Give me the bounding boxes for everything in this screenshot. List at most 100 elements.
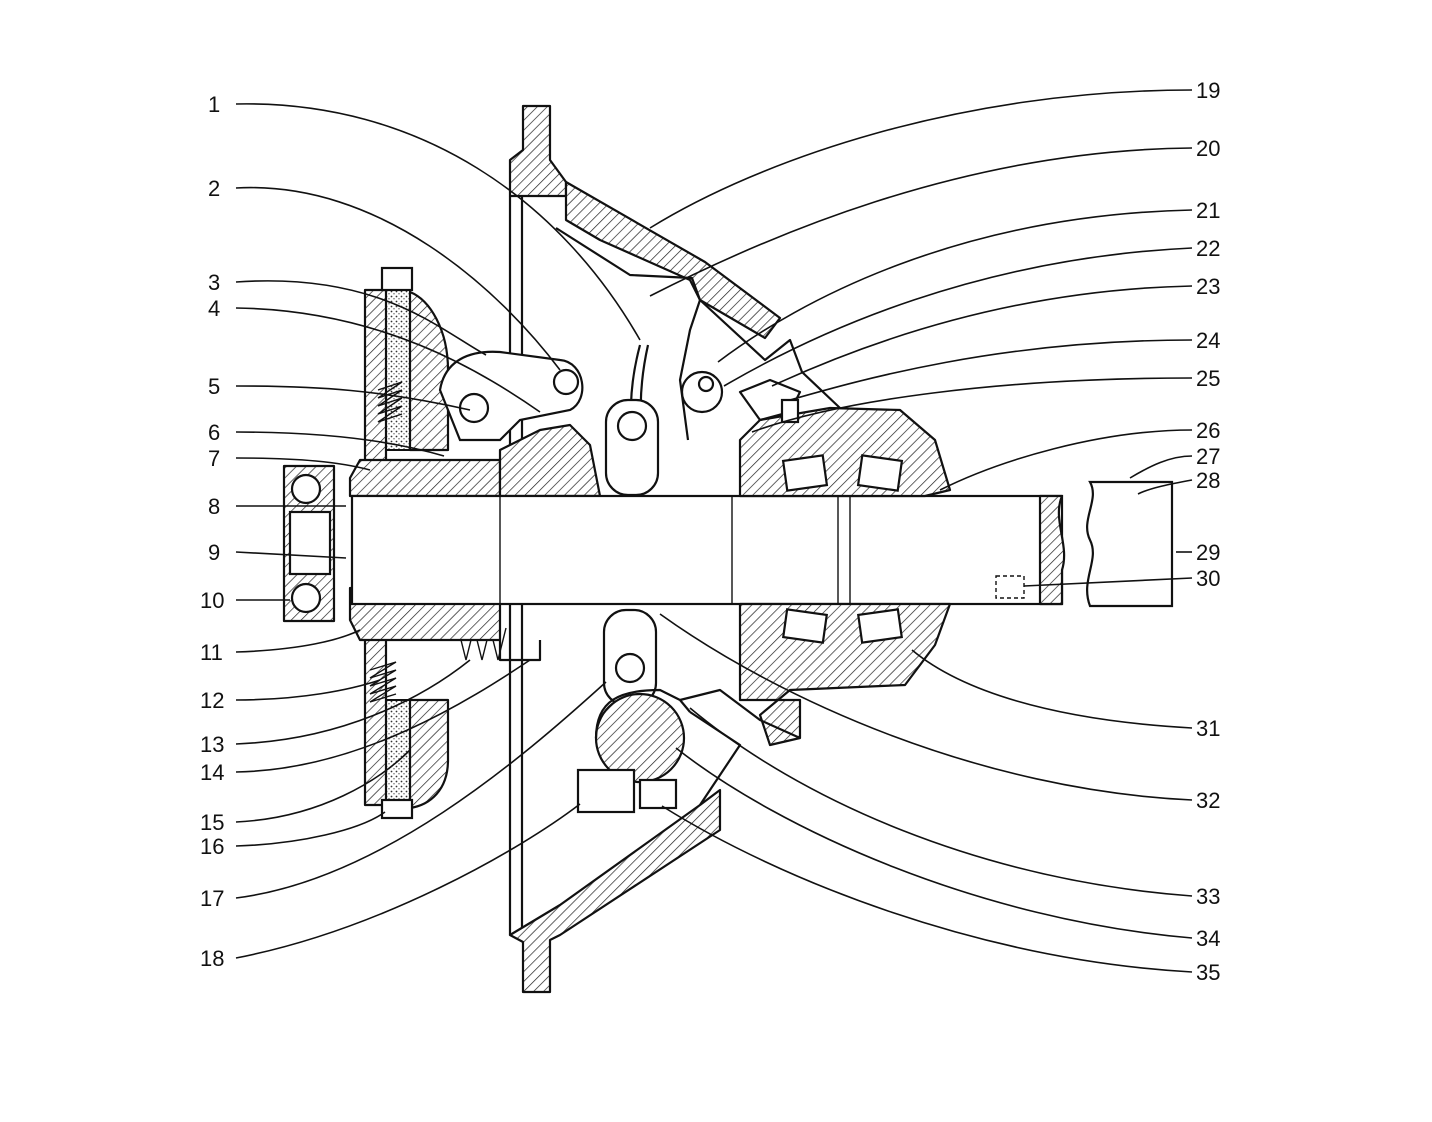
hub-upper: [348, 458, 502, 498]
callout-20: 20: [1196, 136, 1220, 161]
leader-35: [661, 805, 1193, 973]
leader-24: [789, 339, 1193, 401]
callout-32: 32: [1196, 788, 1220, 813]
callout-12: 12: [200, 688, 224, 713]
grease-nipple-core: [697, 375, 715, 393]
callout-19: 19: [1196, 78, 1220, 103]
leader-21: [717, 209, 1193, 363]
callout-18: 18: [200, 946, 224, 971]
callout-8: 8: [208, 494, 220, 519]
callout-23: 23: [1196, 274, 1220, 299]
callout-28: 28: [1196, 468, 1220, 493]
lower-bolt-head: [638, 778, 678, 810]
housing-flange-lower: [508, 788, 722, 994]
leader-12: [235, 679, 381, 701]
callout-34: 34: [1196, 926, 1220, 951]
leader-6: [235, 431, 445, 457]
link-eye-upper: [616, 410, 648, 442]
leader-19: [649, 89, 1193, 229]
callout-27: 27: [1196, 444, 1220, 469]
leader-20: [649, 147, 1193, 297]
pilot-bearing-bore: [288, 510, 332, 576]
pilot-ball-lower: [290, 582, 322, 614]
callout-22: 22: [1196, 236, 1220, 261]
leader-33: [689, 707, 1193, 897]
leader-22: [723, 247, 1193, 387]
leader-31: [911, 649, 1193, 729]
callout-25: 25: [1196, 366, 1220, 391]
leader-18: [235, 803, 581, 959]
spring-center: [457, 627, 507, 661]
callout-13: 13: [200, 732, 224, 757]
leader-17: [235, 681, 607, 899]
callout-11: 11: [200, 640, 223, 665]
callout-16: 16: [200, 834, 224, 859]
roller-bearing-2: [856, 454, 904, 492]
spring-lower: [369, 661, 397, 703]
leader-23: [771, 285, 1193, 387]
leader-25: [751, 377, 1193, 433]
leader-2: [235, 186, 561, 371]
leader-13: [235, 659, 471, 745]
callout-31: 31: [1196, 716, 1220, 741]
cross-shaft-outer: [594, 688, 691, 739]
roller-bearing-1: [781, 454, 829, 492]
shaft-break: [1038, 494, 1066, 606]
callout-2: 2: [208, 176, 220, 201]
callout-4: 4: [208, 296, 220, 321]
lower-bolt-block: [576, 768, 636, 814]
leader-4: [235, 307, 541, 413]
leader-28: [1137, 479, 1193, 495]
leader-14: [235, 659, 531, 773]
disc-rim-top: [380, 266, 414, 292]
callout-5: 5: [208, 374, 220, 399]
callout-35: 35: [1196, 960, 1220, 985]
hub-bolt: [498, 640, 542, 662]
roller-bearing-4: [857, 608, 903, 644]
leader-16: [235, 811, 386, 847]
callout-1: 1: [208, 92, 220, 117]
callout-labels: 1 2 3 4 5 6 7 8 9 10 11 12 13 14 15 16 1…: [200, 78, 1220, 985]
callout-24: 24: [1196, 328, 1220, 353]
shaft-key: [995, 575, 1025, 599]
roller-bearing-3: [782, 608, 828, 644]
shaft-end-segment: [1086, 480, 1174, 608]
callout-17: 17: [200, 886, 224, 911]
callout-30: 30: [1196, 566, 1220, 591]
callout-10: 10: [200, 588, 224, 613]
leader-34: [675, 747, 1193, 939]
leader-32: [659, 613, 1193, 801]
mechanism-drawing: [282, 104, 1174, 994]
callout-9: 9: [208, 540, 220, 565]
leader-5: [235, 385, 471, 411]
leader-1: [235, 103, 641, 341]
release-bracket: [498, 423, 602, 498]
leader-11: [235, 629, 361, 653]
link-eye-lower: [614, 652, 646, 684]
callout-6: 6: [208, 420, 220, 445]
disc-rim-bottom: [380, 798, 414, 820]
callout-26: 26: [1196, 418, 1220, 443]
upper-lever-body: [555, 227, 841, 441]
leader-30: [1023, 577, 1193, 587]
callout-29: 29: [1196, 540, 1220, 565]
callout-15: 15: [200, 810, 224, 835]
main-shaft: [350, 494, 1064, 606]
clutch-disc-lining-top: [385, 269, 411, 451]
callout-7: 7: [208, 446, 220, 471]
callout-3: 3: [208, 270, 220, 295]
bearing-housing-upper: [738, 406, 952, 498]
leader-lines: [235, 89, 1193, 973]
leader-7: [235, 457, 371, 471]
spring-upper: [377, 381, 403, 423]
cross-shaft-section: [594, 692, 686, 784]
pilot-ball-upper: [290, 473, 322, 505]
leader-9: [235, 551, 347, 559]
leader-15: [235, 749, 411, 823]
housing-flange: [508, 104, 568, 198]
leader-3: [235, 280, 487, 356]
pivot-pin-upper: [552, 368, 580, 396]
callout-14: 14: [200, 760, 224, 785]
bearing-housing-lower: [738, 602, 952, 747]
leader-26: [939, 429, 1193, 491]
